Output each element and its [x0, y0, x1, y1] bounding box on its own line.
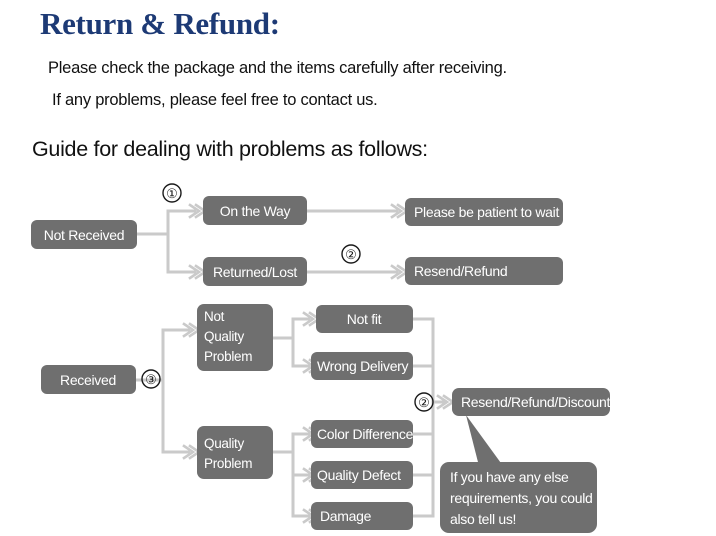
node-received-label: Received — [60, 372, 116, 388]
node-resend-refund-label: Resend/Refund — [414, 263, 507, 279]
node-not-fit[interactable]: Not fit — [316, 305, 413, 333]
connector-not-quality-to-not-fit — [273, 317, 310, 340]
node-color-difference-rect — [311, 420, 413, 448]
node-wrong-delivery[interactable]: Wrong Delivery — [311, 352, 413, 380]
guide-heading: Guide for dealing with problems as follo… — [32, 137, 428, 161]
node-not-quality-problem-rect — [197, 304, 273, 371]
node-not-quality-problem-line-3: Problem — [204, 349, 252, 364]
node-returned-lost-label: Returned/Lost — [213, 264, 297, 280]
step-badge-2-top: ② — [341, 244, 361, 264]
callout-line-1: If you have any else — [450, 469, 569, 485]
node-not-quality-problem-line-2: Quality — [204, 329, 244, 344]
connector-received-to-quality — [161, 380, 190, 454]
callout-line-2: requirements, you could — [450, 490, 593, 506]
connector-group-not-received — [136, 203, 410, 280]
page-title: Return & Refund: — [40, 6, 280, 41]
node-not-quality-problem-line-1: Not — [204, 309, 225, 324]
node-returned-lost[interactable]: Returned/Lost — [203, 257, 307, 286]
node-resend-refund-rect — [405, 257, 563, 285]
node-quality-defect-label: Quality Defect — [317, 467, 401, 483]
node-not-fit-rect — [316, 305, 413, 333]
node-not-fit-label: Not fit — [347, 311, 382, 327]
node-quality-defect[interactable]: Quality Defect — [311, 461, 413, 489]
step-badge-1-label: ① — [166, 186, 178, 201]
step-badge-3: ③ — [141, 369, 161, 389]
node-received[interactable]: Received — [41, 365, 136, 394]
extra-requirements-callout: If you have any else requirements, you c… — [440, 415, 597, 533]
node-received-rect — [41, 365, 136, 394]
callout-line-3: also tell us! — [450, 511, 516, 527]
step-badge-3-label: ③ — [145, 372, 157, 387]
node-quality-problem[interactable]: Quality Problem — [197, 426, 273, 479]
connector-not-received-to-on-the-way — [136, 209, 196, 236]
node-returned-lost-rect — [203, 257, 307, 286]
intro-line-1: Please check the package and the items c… — [48, 59, 507, 77]
step-badge-2-bottom: ② — [414, 392, 434, 412]
node-color-difference[interactable]: Color Difference — [311, 420, 414, 448]
node-wrong-delivery-rect — [311, 352, 413, 380]
node-not-quality-problem[interactable]: Not Quality Problem — [197, 304, 273, 371]
node-quality-problem-line-2: Problem — [204, 456, 252, 471]
node-quality-defect-rect — [311, 461, 413, 489]
node-please-be-patient-to-wait[interactable]: Please be patient to wait — [405, 198, 563, 226]
node-please-be-patient-rect — [405, 198, 563, 226]
connector-not-fit-to-bus — [413, 317, 435, 402]
node-please-be-patient-label: Please be patient to wait — [414, 204, 559, 220]
node-color-difference-label: Color Difference — [317, 426, 414, 442]
step-badge-3-circle — [141, 369, 161, 389]
callout-bubble-rect — [440, 462, 597, 533]
step-badge-2-bottom-circle — [414, 392, 434, 412]
connector-not-quality-to-wrong-delivery — [291, 338, 310, 368]
node-resend-refund-discount-rect — [452, 388, 610, 416]
connector-quality-to-damage — [291, 475, 310, 518]
step-badge-2-top-circle — [341, 244, 361, 264]
node-damage-rect — [311, 502, 413, 530]
node-on-the-way-label: On the Way — [220, 203, 291, 219]
step-badge-2-top-label: ② — [345, 247, 357, 262]
connector-group-received — [136, 311, 456, 524]
node-wrong-delivery-label: Wrong Delivery — [317, 358, 409, 374]
connector-damage-to-bus — [413, 402, 435, 518]
step-badge-1-circle — [162, 183, 182, 203]
node-not-received-rect — [31, 220, 137, 249]
node-quality-problem-line-1: Quality — [204, 436, 244, 451]
node-damage[interactable]: Damage — [311, 502, 413, 530]
step-badge-1: ① — [162, 183, 182, 203]
connector-received-to-not-quality — [136, 328, 190, 382]
node-quality-problem-rect — [197, 426, 273, 479]
node-not-received[interactable]: Not Received — [31, 220, 137, 249]
node-resend-refund[interactable]: Resend/Refund — [405, 257, 563, 285]
intro-line-2: If any problems, please feel free to con… — [52, 91, 378, 109]
connector-not-received-to-returned-lost — [166, 234, 196, 274]
connector-quality-to-color-difference — [273, 432, 310, 454]
node-damage-label: Damage — [320, 508, 372, 524]
node-resend-refund-discount-label: Resend/Refund/Discount — [461, 394, 610, 410]
callout-tail — [466, 415, 506, 470]
node-on-the-way-rect — [203, 196, 307, 225]
node-not-received-label: Not Received — [44, 227, 124, 243]
node-on-the-way[interactable]: On the Way — [203, 196, 307, 225]
step-badge-2-bottom-label: ② — [418, 395, 430, 410]
node-resend-refund-discount[interactable]: Resend/Refund/Discount — [452, 388, 611, 416]
